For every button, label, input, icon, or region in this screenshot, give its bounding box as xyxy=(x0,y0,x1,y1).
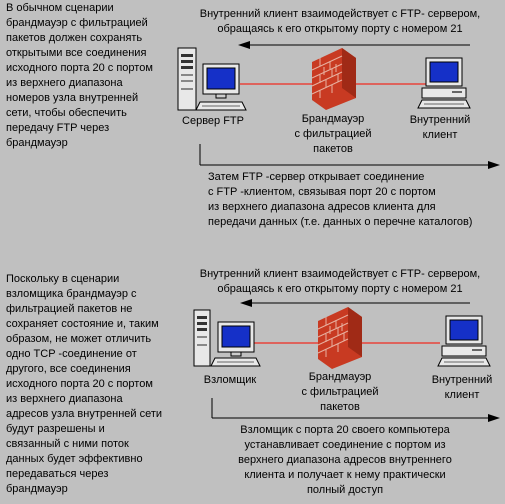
top-side-text: В обычном сценарии брандмауэр с фильтрац… xyxy=(6,2,153,149)
attacker-computer-icon xyxy=(193,309,261,367)
bottom-client-computer-icon xyxy=(437,315,491,367)
attacker-label: Взломщик xyxy=(203,374,257,386)
top-firewall-icon xyxy=(311,48,356,110)
top-request-text: Внутренний клиент взаимодействует с FTP-… xyxy=(199,8,481,35)
top-response-text: Затем FTP -сервер открывает соединение с… xyxy=(208,171,473,228)
ftp-server-computer-icon xyxy=(177,47,247,111)
bottom-side-text: Поскольку в сценарии взломщика брандмауэ… xyxy=(6,273,163,495)
top-client-label: Внутренний клиент xyxy=(409,114,471,141)
bottom-request-text: Внутренний клиент взаимодействует с FTP-… xyxy=(199,268,481,295)
ftp-server-label: Сервер FTP xyxy=(182,115,244,127)
top-client-computer-icon xyxy=(417,57,471,109)
top-firewall-label: Брандмауэр с фильтрацией пакетов xyxy=(294,113,372,155)
bottom-client-label: Внутренний клиент xyxy=(431,374,493,401)
bottom-firewall-label: Брандмауэр с фильтрацией пакетов xyxy=(301,371,379,413)
bottom-firewall-icon xyxy=(317,307,362,369)
bottom-attack-text: Взломщик с порта 20 своего компьютера ус… xyxy=(238,424,452,496)
